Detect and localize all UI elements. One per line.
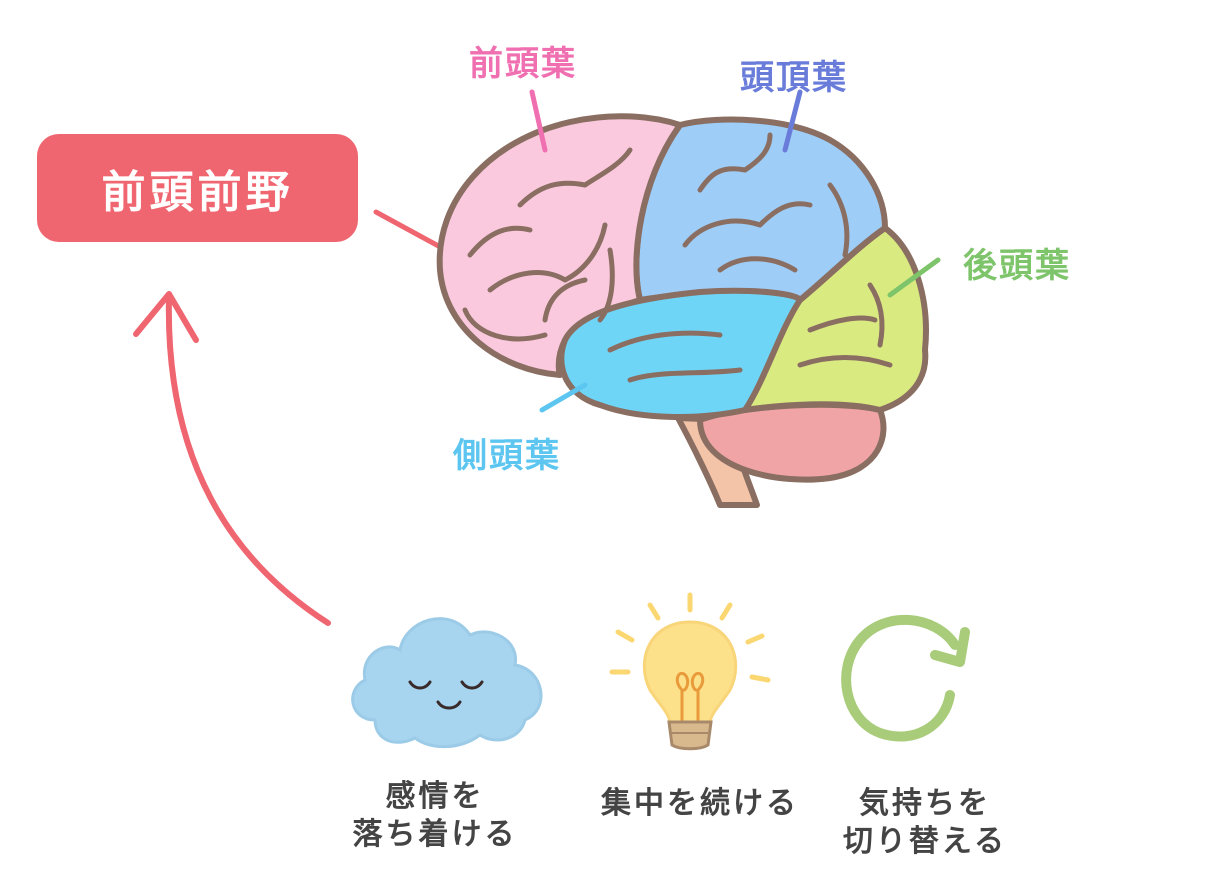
frontal-leader-line <box>529 89 548 153</box>
function-keep-focus: 集中を続ける <box>580 785 820 823</box>
frontal-lobe-label: 前頭葉 <box>469 44 577 84</box>
function-focus-line1: 集中を続ける <box>601 786 799 821</box>
temporal-leader-line <box>539 382 588 413</box>
cloud-face-icon <box>351 617 543 749</box>
temporal-lobe-label: 側頭葉 <box>453 436 561 476</box>
prefrontal-cortex-label: 前頭前野 <box>101 167 294 218</box>
brain-icon <box>436 113 929 508</box>
occipital-lobe-label: 後頭葉 <box>963 246 1071 286</box>
occipital-leader-line <box>887 257 941 298</box>
curved-up-arrow-icon <box>133 291 331 626</box>
frontal-lobe <box>436 113 683 378</box>
function-switch-line1: 気持ちを <box>859 786 991 821</box>
function-calm-line2: 落ち着ける <box>352 817 518 852</box>
parietal-lobe-label: 頭頂葉 <box>740 58 848 98</box>
function-switch-mood: 気持ちを 切り替える <box>830 785 1020 861</box>
function-calm-line1: 感情を <box>385 779 485 814</box>
parietal-leader-line <box>782 89 803 153</box>
refresh-arrow-icon <box>841 615 970 742</box>
function-switch-line2: 切り替える <box>842 824 1008 859</box>
function-calm-emotions: 感情を 落ち着ける <box>340 778 530 854</box>
prefrontal-cortex-box: 前頭前野 <box>37 134 358 242</box>
lightbulb-icon <box>609 592 771 751</box>
temporal-lobe <box>558 287 803 420</box>
